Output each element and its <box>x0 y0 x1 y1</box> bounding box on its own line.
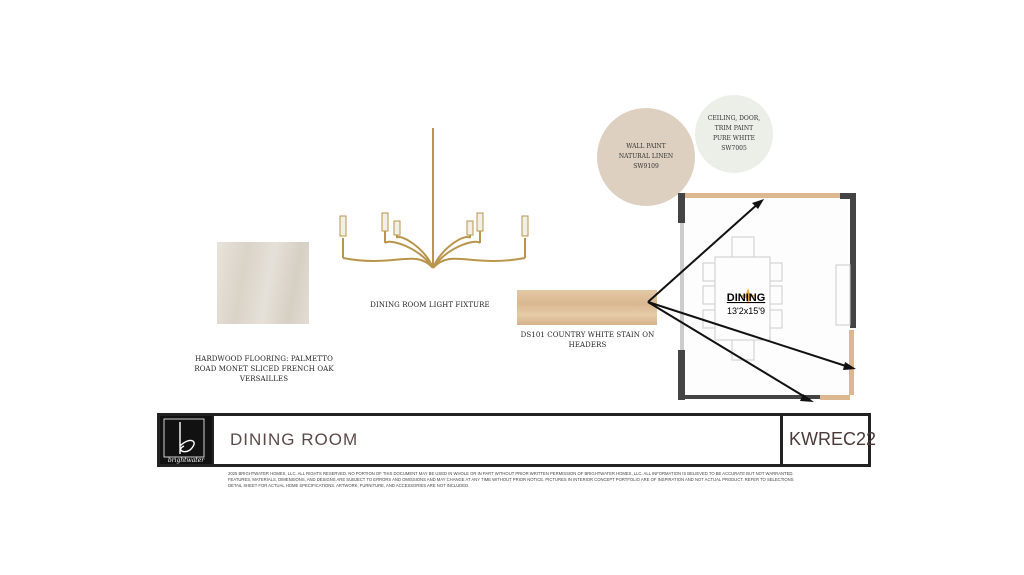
stain-sample <box>517 290 657 325</box>
light-caption: DINING ROOM LIGHT FIXTURE <box>370 301 490 309</box>
trim-paint-label: CEILING, DOOR, TRIM PAINT PURE WHITE SW7… <box>707 115 761 152</box>
stain-caption: DS101 COUNTRY WHITE STAIN ON HEADERS <box>520 331 655 349</box>
room-label: DINING <box>727 292 766 304</box>
room-dims: 13'2x15'9 <box>727 306 765 316</box>
wall-paint-swatch: WALL PAINT NATURAL LINEN SW9109 <box>597 108 695 206</box>
page-title: DINING ROOM <box>230 430 359 449</box>
plan-code: KWREC22 <box>789 429 877 449</box>
flooring-sample <box>217 242 309 324</box>
chandelier-image <box>339 128 529 269</box>
disclaimer: 2025 BRIGHTWATER HOMES, LLC. ALL RIGHTS … <box>228 471 794 488</box>
trim-paint-swatch: CEILING, DOOR, TRIM PAINT PURE WHITE SW7… <box>695 95 773 173</box>
wall-paint-label: WALL PAINT NATURAL LINEN SW9109 <box>618 143 674 170</box>
logo-text: brightwater <box>168 457 205 464</box>
floor-plan: DINING 13'2x15'9 <box>647 193 856 402</box>
divider <box>780 413 788 467</box>
title-bar <box>157 413 871 467</box>
flooring-caption: HARDWOOD FLOORING: PALMETTO ROAD MONET S… <box>194 355 334 383</box>
brightwater-logo: brightwater <box>160 416 214 464</box>
